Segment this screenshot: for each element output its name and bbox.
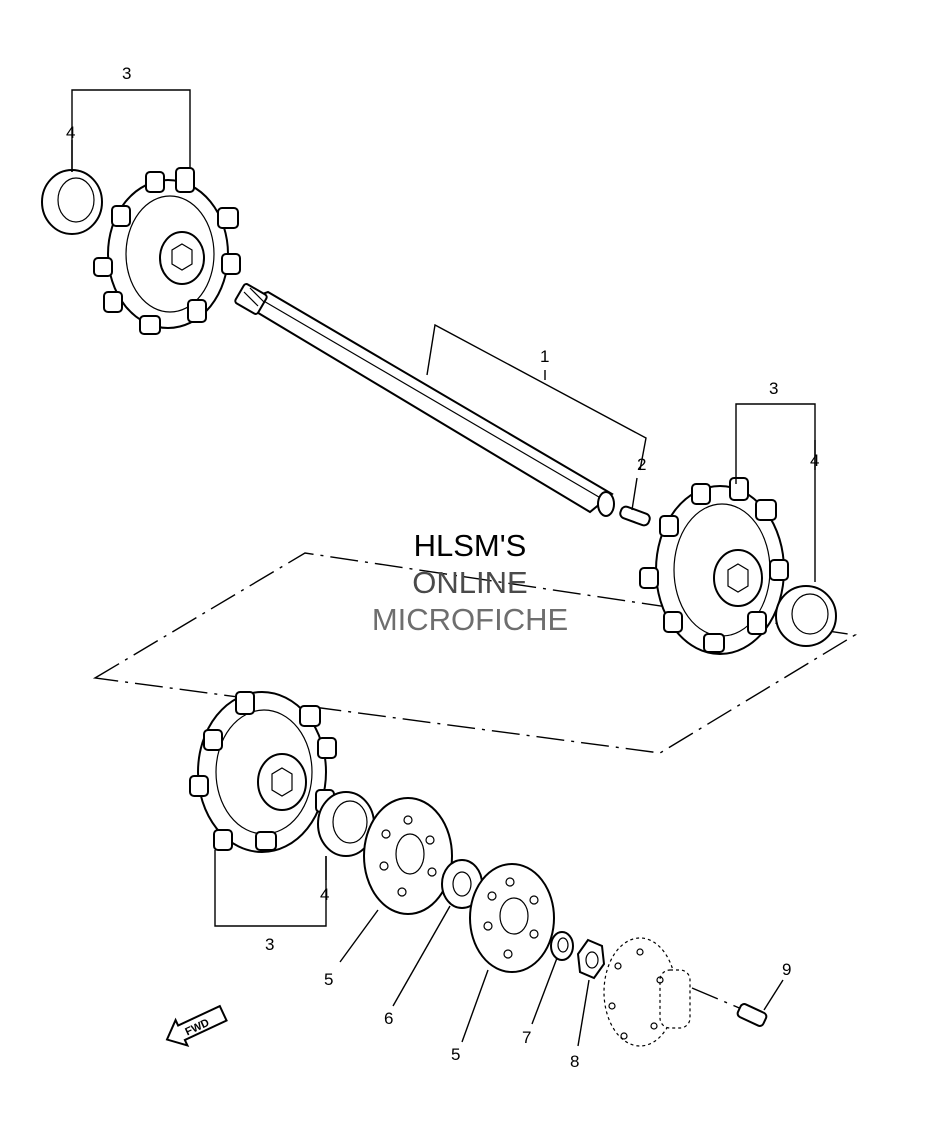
nut [576, 938, 606, 980]
callout-7: 7 [522, 1028, 531, 1047]
leader-b1 [426, 323, 647, 471]
callout-3-bottom-left: 3 [265, 935, 274, 954]
pin [619, 505, 651, 527]
assembly-outline [92, 552, 858, 754]
watermark-line3: MICROFICHE [372, 602, 568, 637]
hub-plate-front [363, 797, 453, 915]
hub-plate-rear [469, 863, 555, 973]
callout-8: 8 [570, 1052, 579, 1071]
callout-6: 6 [384, 1009, 393, 1028]
callout-1: 1 [540, 347, 549, 366]
leader-a3 [71, 89, 191, 172]
leader-c3 [735, 403, 816, 582]
callout-5-front: 5 [324, 970, 333, 989]
callout-4-bottom-left: 4 [320, 885, 329, 904]
callout-9: 9 [782, 960, 791, 979]
drive-hub [603, 937, 691, 1047]
fwd-arrow-icon: FWD [165, 1004, 228, 1048]
sprocket-top-left [41, 167, 241, 335]
shaft [234, 283, 615, 517]
leader-d3 [214, 850, 327, 927]
callout-3-top-left: 3 [122, 64, 131, 83]
callout-5-rear: 5 [451, 1045, 460, 1064]
watermark-line1: HLSM'S [414, 528, 527, 563]
callout-3-right: 3 [769, 379, 778, 398]
sprocket-right [639, 477, 837, 655]
washer [550, 931, 574, 961]
watermark-line2: ONLINE [412, 565, 527, 600]
callout-4-top-left: 4 [66, 123, 75, 142]
callout-4-right: 4 [810, 451, 819, 470]
callout-2: 2 [637, 455, 646, 474]
flange-bolt [736, 1003, 768, 1027]
sprocket-bottom-left [189, 691, 375, 857]
